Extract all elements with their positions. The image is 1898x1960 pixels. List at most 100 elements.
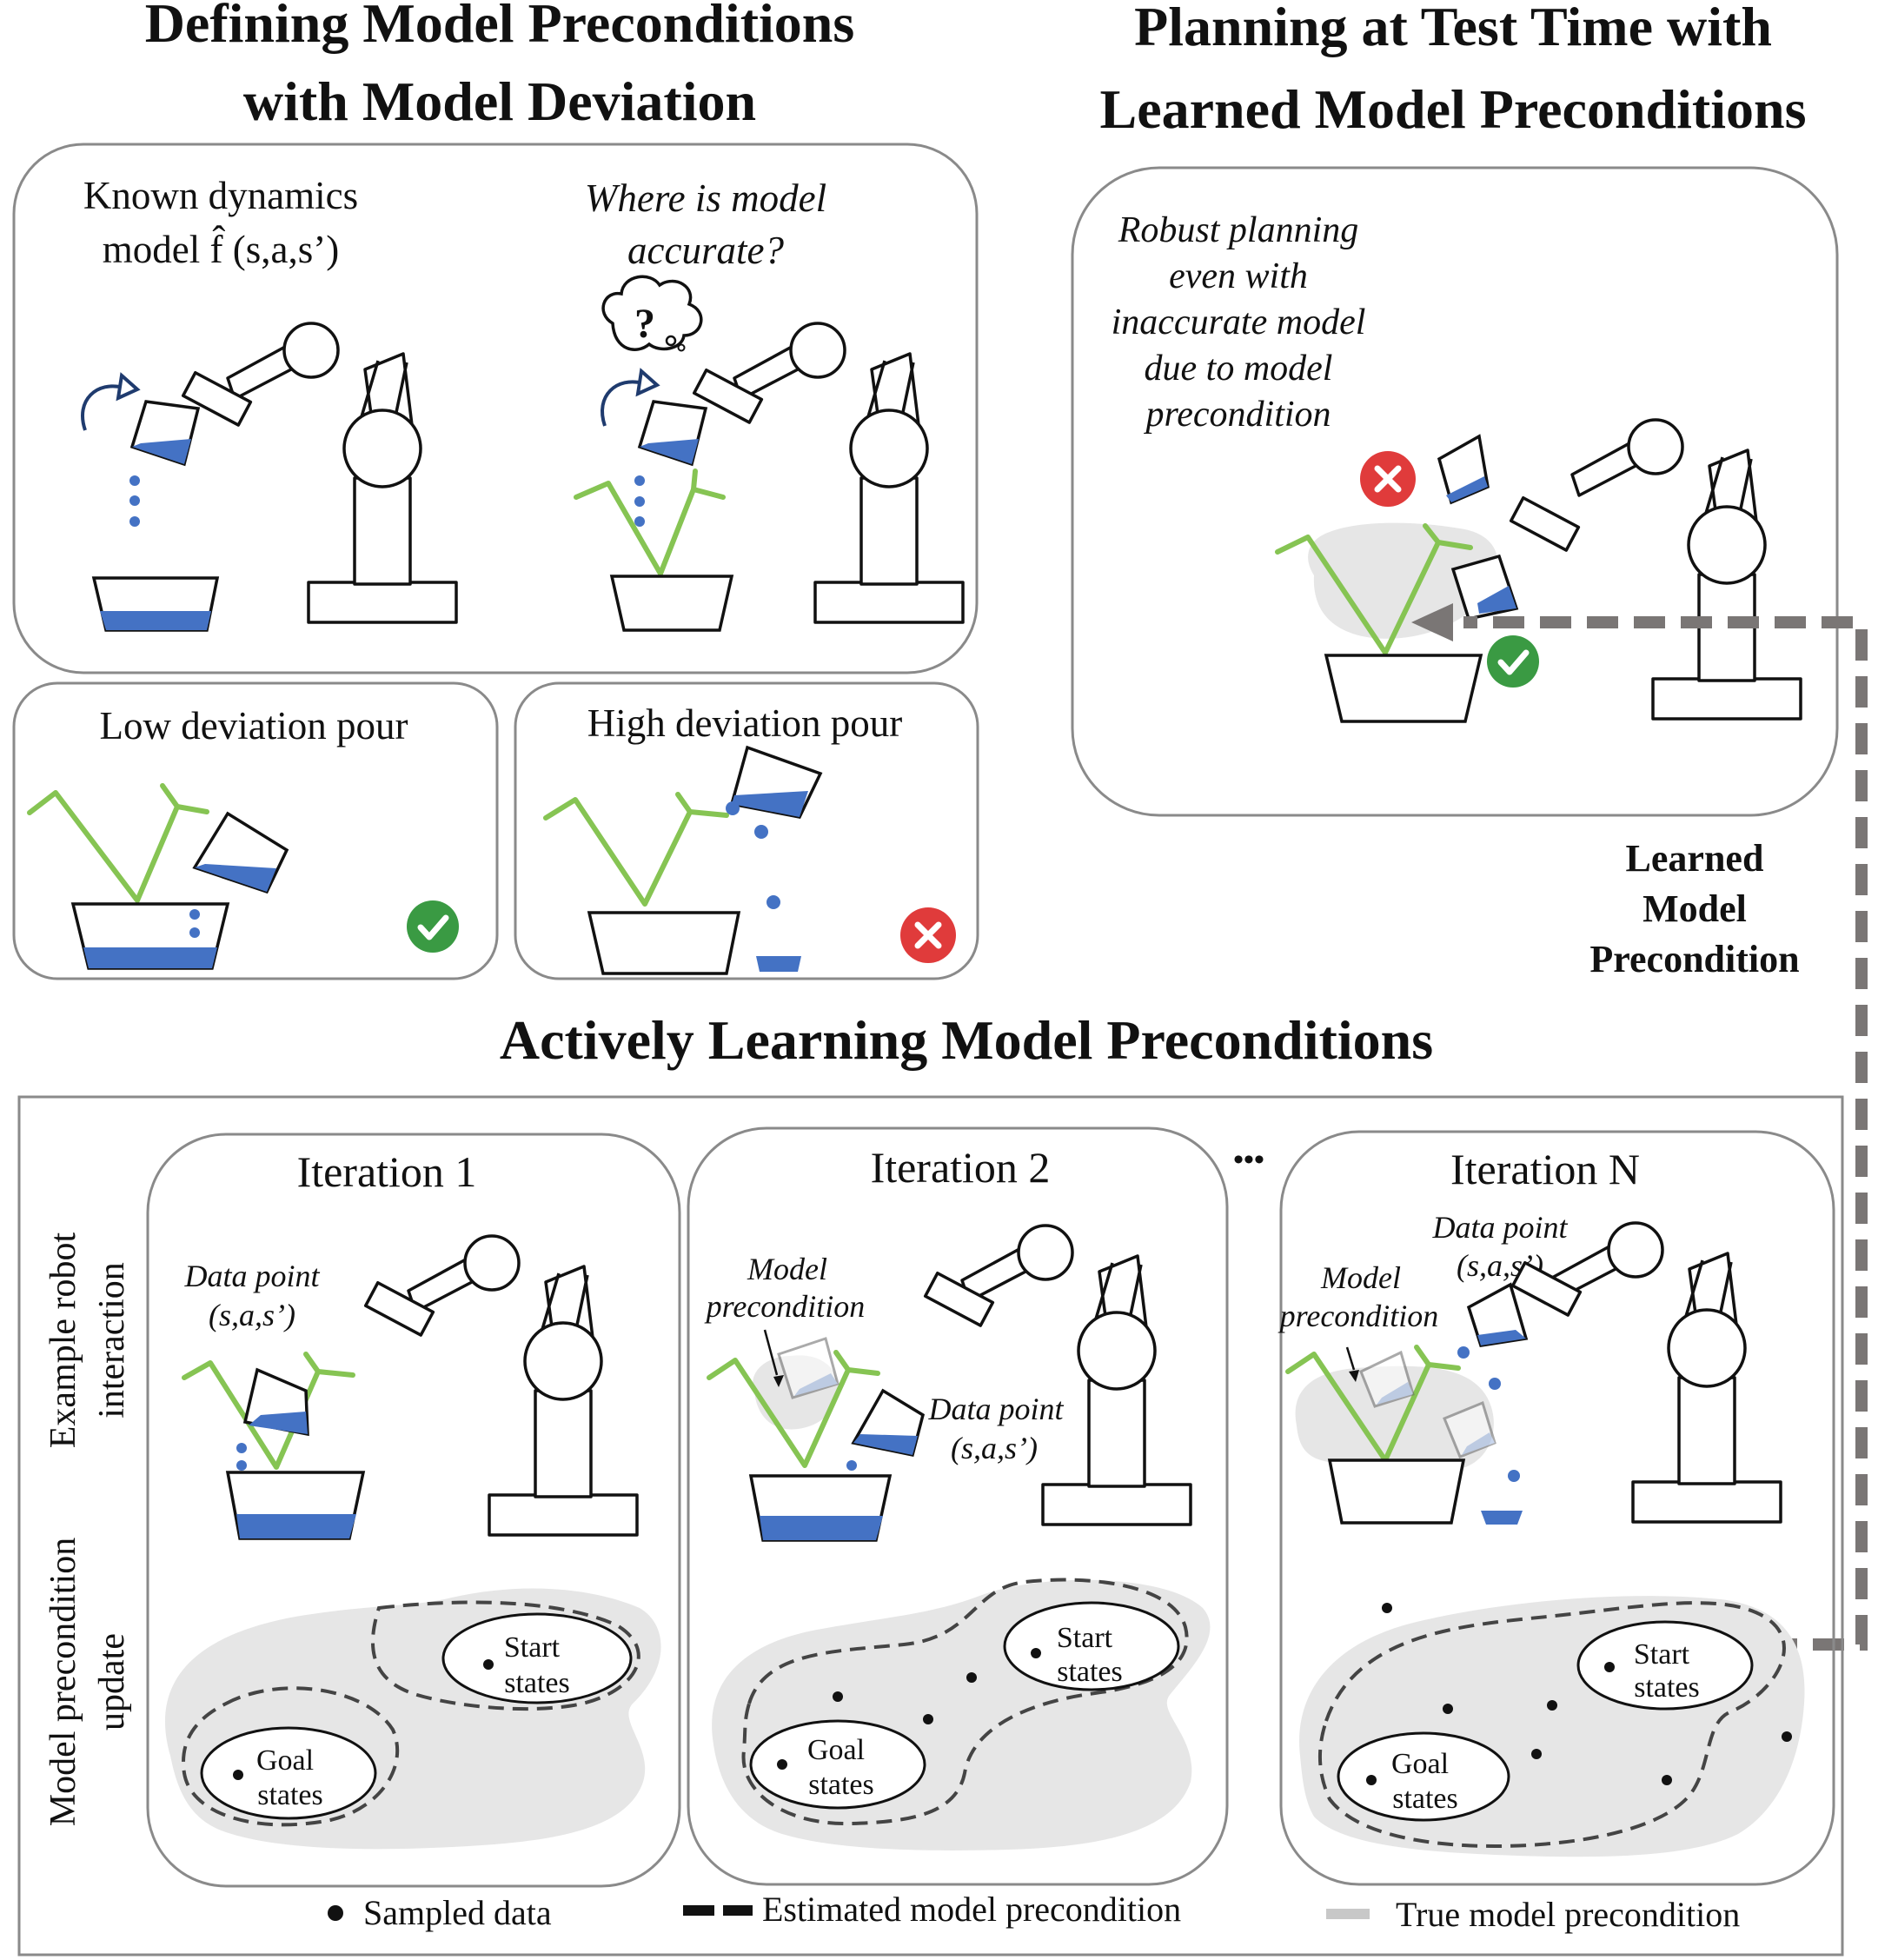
title-planning-2: Learned Model Preconditions bbox=[1100, 78, 1807, 140]
start-states-label-2: states bbox=[504, 1667, 570, 1699]
where-accurate-line1: Where is model bbox=[585, 176, 826, 220]
robot-arm bbox=[960, 1224, 1192, 1526]
start-states-label-1: Start bbox=[1057, 1622, 1113, 1654]
legend-true-label: True model precondition bbox=[1396, 1895, 1740, 1934]
spilled-water bbox=[1481, 1511, 1523, 1525]
high-deviation-panel bbox=[514, 681, 979, 980]
robot-arm bbox=[407, 1234, 639, 1537]
estimated-precondition-boundary bbox=[371, 1600, 640, 1711]
learned-label-3: Precondition bbox=[1589, 938, 1799, 980]
iteration-1-datapoint-2: (s,a,s’) bbox=[209, 1298, 295, 1332]
plant bbox=[707, 1358, 880, 1468]
goal-states-label-1: Goal bbox=[1391, 1748, 1449, 1780]
title-defining-2: with Model Deviation bbox=[243, 70, 756, 132]
arrowhead bbox=[773, 1375, 784, 1387]
basin-full bbox=[91, 576, 220, 632]
plant-branch bbox=[303, 1352, 321, 1374]
where-accurate-line2: accurate? bbox=[627, 229, 784, 272]
goal-states-region bbox=[1337, 1731, 1510, 1822]
basin-empty bbox=[1324, 654, 1483, 723]
sampled-point bbox=[1547, 1700, 1557, 1711]
learned-label-2: Model bbox=[1642, 887, 1747, 930]
iteration-1-datapoint-1: Data point bbox=[183, 1259, 320, 1293]
plant-branch bbox=[833, 1350, 851, 1372]
start-states-label-1: Start bbox=[504, 1631, 561, 1664]
row-label-interaction-2: interaction bbox=[92, 1262, 132, 1419]
planning-caption-5: precondition bbox=[1143, 395, 1331, 435]
tilted-cup bbox=[1437, 434, 1490, 505]
title-planning-1: Planning at Test Time with bbox=[1134, 0, 1772, 57]
sampled-point bbox=[777, 1759, 787, 1770]
low-deviation-title: Low deviation pour bbox=[100, 704, 408, 747]
title-active: Actively Learning Model Preconditions bbox=[500, 1009, 1433, 1071]
ghost-cup bbox=[1359, 1350, 1415, 1408]
goal-states-region bbox=[200, 1726, 377, 1820]
water-drop bbox=[726, 801, 740, 815]
water-drop bbox=[754, 825, 768, 839]
thought-bubble-icon: ? bbox=[601, 275, 703, 352]
water-drop bbox=[634, 516, 645, 527]
iteration-n-datapoint-1: Data point bbox=[1431, 1210, 1568, 1245]
goal-states-label-2: states bbox=[1392, 1783, 1458, 1815]
tilted-cup bbox=[1450, 554, 1519, 621]
robot-arm bbox=[733, 322, 965, 624]
planning-caption-3: inaccurate model bbox=[1112, 302, 1366, 342]
basin-empty bbox=[1327, 1458, 1466, 1525]
start-states-label-2: states bbox=[1634, 1671, 1700, 1704]
sampled-point bbox=[923, 1714, 933, 1724]
plant-branch bbox=[160, 783, 180, 809]
estimated-precondition-boundary bbox=[1318, 1601, 1786, 1849]
iteration-n-title: Iteration N bbox=[1450, 1145, 1640, 1193]
sampled-point bbox=[833, 1691, 843, 1702]
iteration-2-datapoint-1: Data point bbox=[927, 1392, 1064, 1426]
iteration-ellipsis: ••• bbox=[1233, 1144, 1264, 1176]
iteration-2-precondition-1: Model bbox=[747, 1252, 827, 1286]
check-circle-icon bbox=[1487, 635, 1539, 688]
gripper bbox=[1509, 495, 1581, 552]
tilted-cup bbox=[1466, 1282, 1529, 1347]
plant-branch bbox=[691, 468, 698, 492]
water-drop bbox=[189, 927, 200, 938]
estimated-precondition-boundary bbox=[182, 1686, 400, 1827]
robot-arm bbox=[1570, 418, 1802, 721]
ghost-cup bbox=[777, 1337, 840, 1399]
plant bbox=[543, 797, 729, 907]
known-dynamics-line1: Known dynamics bbox=[83, 174, 358, 217]
water-drop bbox=[634, 496, 645, 507]
known-dynamics-line2: model f̂ (s,a,s’) bbox=[103, 226, 339, 271]
arrowhead bbox=[1411, 603, 1453, 641]
water-drop bbox=[766, 895, 780, 909]
iteration-1-title: Iteration 1 bbox=[297, 1147, 477, 1196]
sampled-point bbox=[1031, 1648, 1041, 1658]
spilled-water bbox=[756, 956, 801, 972]
iteration-n-panel bbox=[1279, 1130, 1835, 1886]
arrowhead bbox=[1349, 1370, 1359, 1382]
water-drop bbox=[236, 1460, 247, 1471]
iteration-2-precondition-2: precondition bbox=[704, 1289, 866, 1324]
goal-states-label-2: states bbox=[808, 1769, 874, 1801]
plant bbox=[182, 1360, 355, 1470]
iteration-2-panel bbox=[687, 1126, 1229, 1886]
tilted-cup bbox=[129, 400, 201, 467]
plant-branch bbox=[675, 792, 693, 814]
planning-caption-4: due to model bbox=[1145, 349, 1333, 389]
goal-states-label-1: Goal bbox=[256, 1744, 314, 1777]
ghost-cup bbox=[1443, 1400, 1496, 1458]
sampled-point bbox=[1382, 1603, 1392, 1613]
water-drop bbox=[1508, 1470, 1520, 1482]
tilted-cup bbox=[637, 400, 708, 467]
rotate-arrow-icon bbox=[601, 368, 660, 427]
low-deviation-panel bbox=[12, 681, 499, 980]
start-states-region bbox=[1003, 1601, 1180, 1691]
water-drop bbox=[129, 475, 140, 486]
goal-states-label-2: states bbox=[257, 1779, 323, 1811]
basin-empty bbox=[587, 911, 741, 975]
x-circle-icon bbox=[1360, 451, 1416, 507]
iteration-2-title: Iteration 2 bbox=[871, 1143, 1051, 1192]
water-drop bbox=[1489, 1378, 1501, 1390]
row-label-interaction-1: Example robot bbox=[43, 1232, 83, 1448]
sampled-point bbox=[1366, 1775, 1377, 1785]
start-states-label-2: states bbox=[1057, 1656, 1123, 1688]
sampled-point bbox=[966, 1672, 977, 1683]
basin-full bbox=[70, 902, 230, 970]
